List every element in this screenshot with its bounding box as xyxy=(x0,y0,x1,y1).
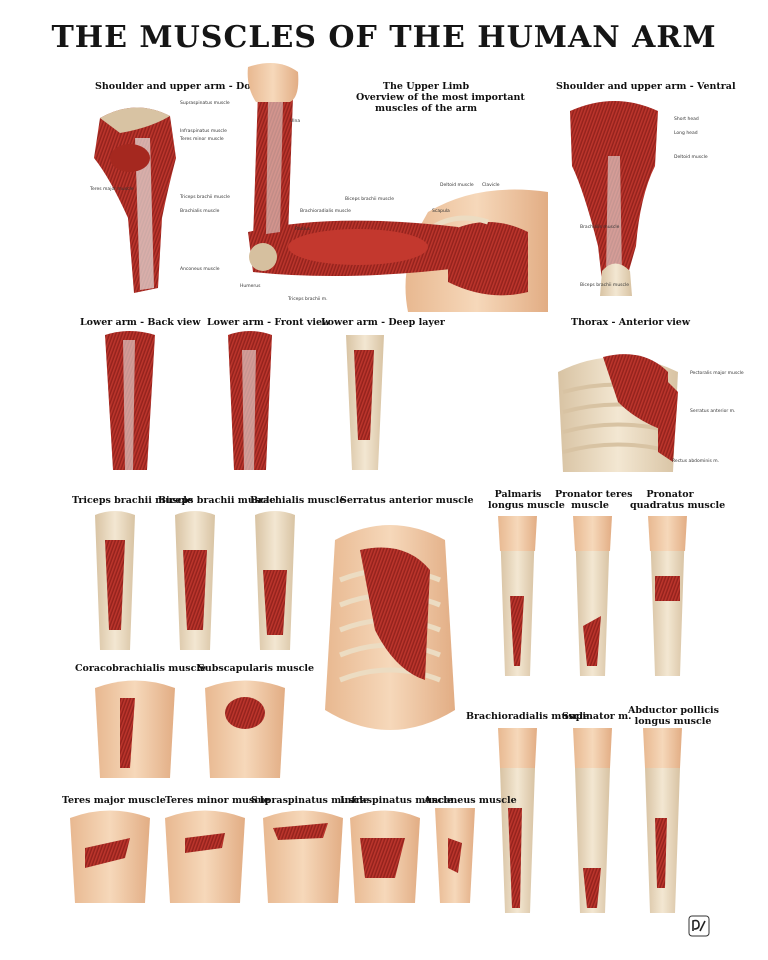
label-radius: Radius xyxy=(295,227,311,232)
figure-lower-front xyxy=(228,331,272,470)
figure-biceps xyxy=(175,511,215,650)
figure-infraspinatus xyxy=(350,810,420,903)
label-anconeus: Anconeus muscle xyxy=(180,267,220,272)
label-brachioradialis: Brachioradialis muscle xyxy=(300,209,351,214)
heading-upper-limb-line2: Overview of the most important xyxy=(356,91,525,103)
heading-triceps: Triceps brachii muscle xyxy=(72,495,193,506)
label-short-head: Short head xyxy=(674,117,699,122)
label-deltoid: Deltoid muscle xyxy=(440,183,474,188)
label-clavicle: Clavicle xyxy=(482,183,500,188)
publisher-logo-icon xyxy=(688,915,710,937)
figure-supinator xyxy=(573,728,612,913)
heading-anconeus: Anconeus muscle xyxy=(424,795,517,806)
figure-thorax xyxy=(558,354,678,472)
heading-abductor: Abductor pollicis longus muscle xyxy=(628,705,719,728)
label-triceps: Triceps brachii m. xyxy=(288,297,328,302)
heading-lower-deep: Lower arm - Deep layer xyxy=(321,317,445,328)
label-brachialis-ventral: Brachialis muscle xyxy=(580,225,620,230)
heading-abductor-line1: Abductor pollicis xyxy=(628,705,719,716)
poster-title: THE MUSCLES OF THE HUMAN ARM xyxy=(51,20,717,55)
heading-lower-back: Lower arm - Back view xyxy=(80,317,201,328)
heading-pronator-teres-line2: muscle xyxy=(571,499,609,511)
figure-anconeus xyxy=(435,808,475,903)
label-biceps-ventral: Biceps brachii muscle xyxy=(580,283,630,288)
figure-abductor xyxy=(643,728,682,913)
figure-triceps xyxy=(95,511,135,650)
label-ulna: Ulna xyxy=(290,119,301,124)
heading-lower-front: Lower arm - Front view xyxy=(207,317,331,328)
heading-subscapularis: Subscapularis muscle xyxy=(198,663,315,674)
figure-teres-minor xyxy=(165,810,245,903)
label-deltoid-ventral: Deltoid muscle xyxy=(674,155,708,160)
figure-palmaris xyxy=(498,516,537,676)
figure-pronator-teres xyxy=(573,516,612,676)
label-scapula: Scapula xyxy=(432,209,450,214)
label-brachialis: Brachialis muscle xyxy=(180,209,220,214)
figure-upper-limb xyxy=(247,63,548,312)
label-serratus-thorax: Serratus anterior m. xyxy=(690,409,736,414)
label-humerus: Humerus xyxy=(240,284,261,289)
label-teres-minor: Teres minor muscle xyxy=(180,137,224,142)
figure-serratus xyxy=(325,525,455,730)
figure-supraspinatus xyxy=(263,810,343,903)
heading-supraspinatus: Supraspinatus muscle xyxy=(251,795,369,806)
heading-pronator-quadratus-line2: quadratus muscle xyxy=(630,499,726,511)
label-teres-major: Teres major muscle xyxy=(90,187,134,192)
heading-upper-limb-line1: The Upper Limb xyxy=(382,81,470,92)
figure-pronator-quadratus xyxy=(648,516,687,676)
label-biceps: Biceps brachii muscle xyxy=(345,197,395,202)
heading-thorax: Thorax - Anterior view xyxy=(571,317,691,328)
heading-shoulder-ventral: Shoulder and upper arm - Ventral xyxy=(556,81,736,92)
figure-shoulder-ventral xyxy=(570,101,658,296)
heading-supinator: Supinator m. xyxy=(562,711,632,722)
heading-coracobrachialis: Coracobrachialis muscle xyxy=(75,663,207,674)
label-supraspinatus: Supraspinatus muscle xyxy=(180,101,230,106)
heading-teres-minor: Teres minor muscle xyxy=(165,795,270,806)
heading-upper-limb: The Upper Limb Overview of the most impo… xyxy=(356,81,525,115)
figure-lower-back xyxy=(105,331,155,470)
heading-serratus: Serratus anterior muscle xyxy=(340,495,474,506)
heading-abductor-line2: longus muscle xyxy=(634,715,712,727)
heading-biceps: Biceps brachii muscle xyxy=(158,495,276,506)
heading-shoulder-dorsal: Shoulder and upper arm - Dorsal xyxy=(95,81,271,92)
heading-teres-major: Teres major muscle xyxy=(62,795,166,806)
heading-pronator-quadratus-line1: Pronator xyxy=(646,489,694,500)
figure-subscapularis xyxy=(205,680,285,778)
heading-palmaris: Palmaris longus muscle xyxy=(488,489,565,512)
label-rectus: Rectus abdominis m. xyxy=(672,459,720,464)
heading-palmaris-line1: Palmaris xyxy=(494,489,542,500)
heading-pronator-quadratus: Pronator quadratus muscle xyxy=(630,489,726,512)
heading-palmaris-line2: longus muscle xyxy=(488,499,565,511)
figure-lower-deep xyxy=(346,335,384,470)
figure-shoulder-dorsal xyxy=(94,107,176,293)
label-long-head: Long head xyxy=(674,131,698,136)
figure-brachialis xyxy=(255,511,295,650)
heading-pronator-teres: Pronator teres muscle xyxy=(555,489,633,512)
heading-brachialis: Brachialis muscle xyxy=(250,495,346,506)
label-infraspinatus: Infraspinatus muscle xyxy=(180,129,227,134)
figure-teres-major xyxy=(70,810,150,903)
label-pectoralis: Pectoralis major muscle xyxy=(690,371,744,376)
figure-brachioradialis xyxy=(498,728,537,913)
label-triceps-brachii: Triceps brachii muscle xyxy=(180,195,230,200)
heading-infraspinatus: Infraspinatus muscle xyxy=(340,795,453,806)
heading-pronator-teres-line1: Pronator teres xyxy=(555,489,633,500)
figure-coracobrachialis xyxy=(95,680,175,778)
heading-upper-limb-line3: muscles of the arm xyxy=(375,102,477,114)
heading-brachioradialis: Brachioradialis muscle xyxy=(466,711,590,722)
